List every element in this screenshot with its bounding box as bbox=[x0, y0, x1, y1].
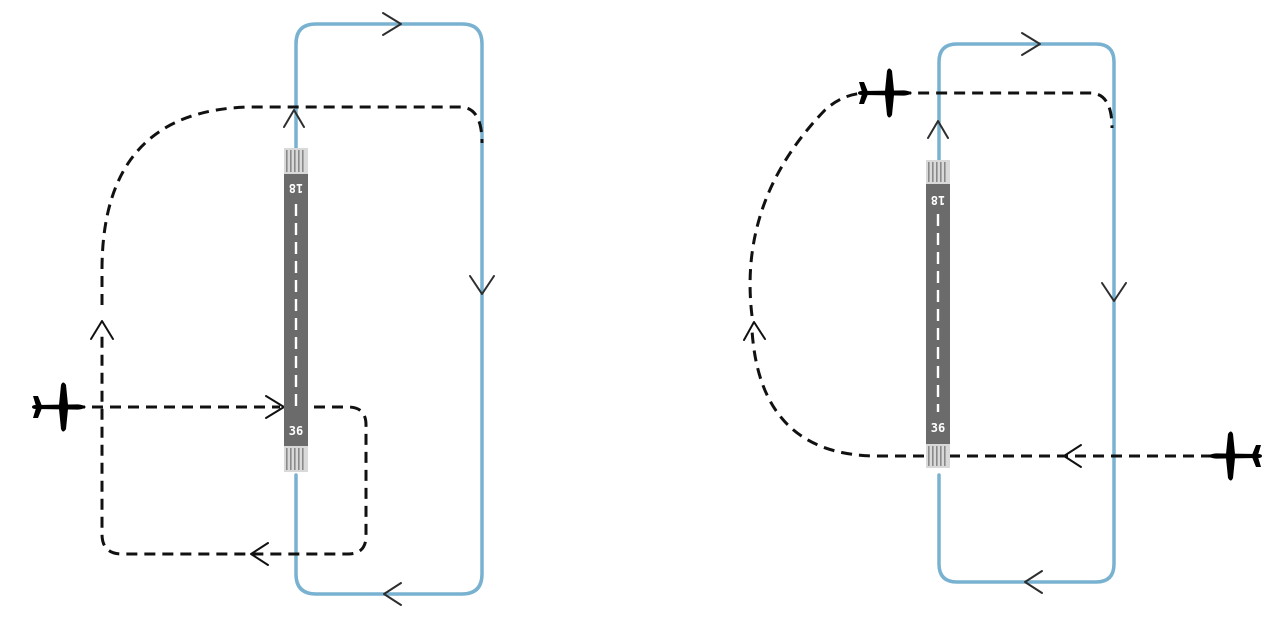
left-airplane-icon bbox=[32, 382, 86, 432]
left-runway-label-south: 36 bbox=[289, 424, 303, 438]
left-arrival-track-teardrop bbox=[100, 330, 368, 556]
right-runway-label-north: 18 bbox=[931, 193, 945, 207]
right-airplane-icon-top bbox=[858, 68, 912, 118]
left-pattern-arrow-crosswind bbox=[283, 109, 305, 128]
right-panel: 18 36 bbox=[743, 32, 1262, 594]
left-track-arrow-base bbox=[250, 542, 269, 566]
left-traffic-pattern bbox=[294, 22, 484, 596]
right-pattern-arrow-base bbox=[1024, 570, 1043, 594]
left-runway-south-threshold-bars bbox=[286, 448, 304, 470]
left-runway: 18 36 bbox=[284, 148, 308, 472]
right-pattern-arrow-downwind-top bbox=[1021, 32, 1041, 56]
left-panel: 18 36 bbox=[32, 12, 495, 606]
right-runway-north-threshold-bars bbox=[928, 162, 946, 182]
right-traffic-pattern bbox=[937, 42, 1116, 584]
right-track-arrow-inbound bbox=[1063, 444, 1082, 468]
left-pattern-arrow-base bbox=[383, 582, 402, 606]
right-runway: 18 36 bbox=[926, 160, 950, 468]
right-runway-south-threshold-bars bbox=[928, 446, 946, 466]
left-runway-north-threshold-bars bbox=[286, 150, 304, 172]
left-runway-label-north: 18 bbox=[289, 181, 303, 195]
right-arrival-track-outer bbox=[748, 91, 1114, 317]
right-pattern-arrow-crosswind bbox=[927, 120, 949, 139]
left-track-arrow-north bbox=[90, 320, 114, 340]
left-pattern-arrow-downwind-top bbox=[382, 12, 402, 36]
right-track-arrow-north bbox=[743, 321, 766, 341]
right-airplane-icon bbox=[1208, 431, 1262, 481]
right-pattern-arrow-downwind bbox=[1101, 282, 1127, 302]
right-runway-label-south: 36 bbox=[931, 421, 945, 435]
left-pattern-arrow-downwind bbox=[469, 275, 495, 295]
right-arrival-track-inbound bbox=[750, 329, 1212, 458]
